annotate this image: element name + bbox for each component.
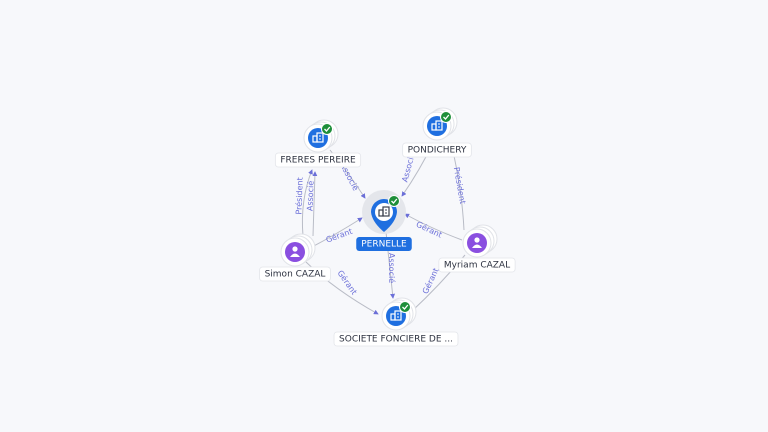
node-label-box (259, 266, 331, 282)
check-badge-icon (399, 301, 411, 313)
building-icon (390, 310, 402, 321)
edge-label: Gérant (335, 268, 359, 296)
node-label: Myriam CAZAL (444, 261, 510, 271)
node-label-box (333, 331, 459, 347)
building-icon (312, 132, 324, 143)
node-pernelle[interactable]: PERNELLE (356, 190, 412, 251)
edge-line (404, 213, 463, 241)
node-label-box (402, 142, 472, 158)
node-label-box (438, 257, 516, 273)
check-badge-icon (321, 123, 333, 135)
building-icon (431, 120, 443, 131)
edge-simon-pernelle: Gérant (309, 217, 363, 249)
node-simon[interactable]: Simon CAZAL (259, 233, 331, 282)
person-icon (290, 246, 300, 257)
edge-label: Associé (387, 253, 397, 283)
edge-line (301, 169, 313, 237)
edge-label: Gérant (415, 219, 444, 240)
building-icon (378, 206, 390, 217)
edge-label: Président (293, 177, 304, 215)
edge-label: Gérant (420, 266, 441, 295)
node-label: Simon CAZAL (265, 270, 326, 280)
node-societe[interactable]: SOCIETE FONCIERE DE ... (333, 297, 459, 347)
node-disc (467, 233, 487, 253)
node-label: PERNELLE (361, 240, 407, 250)
edge-label: Associé (304, 181, 315, 212)
check-badge-icon (440, 111, 452, 123)
edge-simon-freres: Président (293, 169, 313, 237)
edge-myriam-pernelle: Gérant (404, 213, 463, 241)
node-label: FRERES PEREIRE (280, 156, 356, 166)
node-label-box (274, 152, 362, 168)
nodes-layer: PERNELLE FRERES PEREIRE PONDICHERY Simon CA… (259, 107, 516, 347)
node-label: PONDICHERY (408, 146, 467, 156)
node-myriam[interactable]: Myriam CAZAL (438, 224, 516, 273)
node-disc (285, 242, 305, 262)
edge-line (312, 171, 318, 237)
check-badge-icon (388, 195, 400, 207)
node-pondichery[interactable]: PONDICHERY (402, 107, 472, 158)
edge-label: Président (452, 166, 468, 204)
edge-label: Gérant (324, 226, 353, 245)
edge-simon-freres: Associé (304, 171, 318, 237)
person-icon (472, 237, 482, 248)
node-label: SOCIETE FONCIERE DE ... (339, 335, 453, 345)
node-label-box (356, 237, 412, 251)
node-freres[interactable]: FRERES PEREIRE (274, 119, 362, 168)
edge-myriam-pondichery: Président (450, 146, 468, 231)
